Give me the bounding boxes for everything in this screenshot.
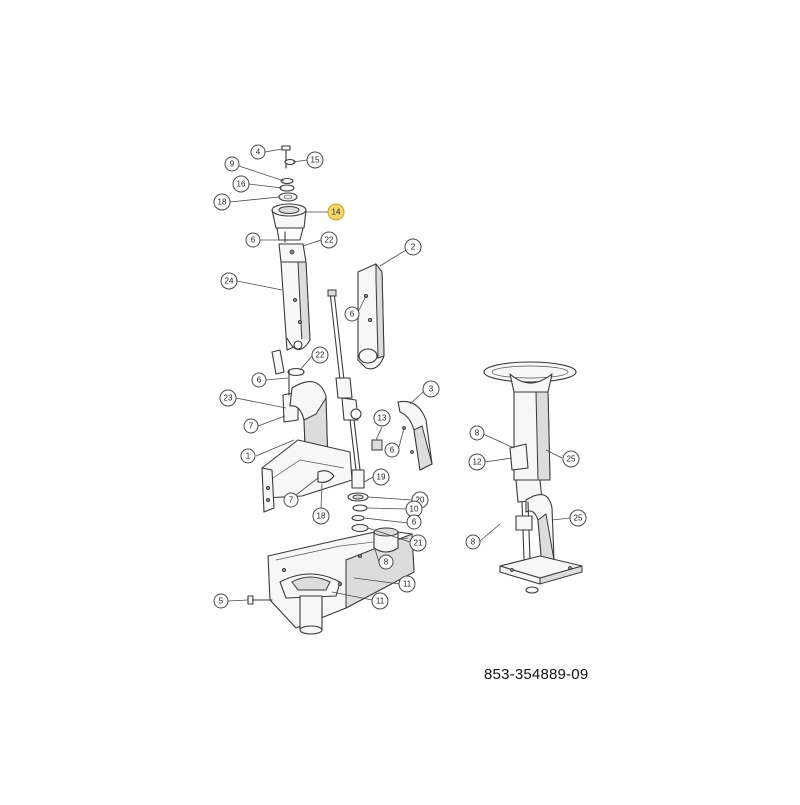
callout-24: 24 bbox=[220, 272, 238, 290]
callout-6: 6 bbox=[344, 306, 360, 322]
svg-text:6: 6 bbox=[390, 446, 395, 455]
svg-text:18: 18 bbox=[317, 512, 326, 521]
svg-text:2: 2 bbox=[411, 243, 416, 252]
callout-18: 18 bbox=[312, 507, 330, 525]
callout-11: 11 bbox=[371, 592, 389, 610]
svg-text:8: 8 bbox=[475, 429, 480, 438]
callout-1: 1 bbox=[240, 448, 256, 464]
hardware-stack-top bbox=[278, 145, 298, 202]
svg-text:6: 6 bbox=[412, 518, 417, 527]
svg-text:16: 16 bbox=[237, 180, 246, 189]
svg-text:8: 8 bbox=[471, 538, 476, 547]
base-frame bbox=[247, 527, 415, 635]
callout-18: 18 bbox=[213, 193, 231, 211]
svg-text:24: 24 bbox=[225, 277, 234, 286]
callout-11: 11 bbox=[398, 575, 416, 593]
svg-text:7: 7 bbox=[289, 496, 294, 505]
svg-text:21: 21 bbox=[414, 539, 423, 548]
callout-6: 6 bbox=[251, 372, 267, 388]
callout-8: 8 bbox=[378, 554, 394, 570]
callout-22: 22 bbox=[311, 346, 329, 364]
svg-text:6: 6 bbox=[257, 376, 262, 385]
callout-6: 6 bbox=[384, 442, 400, 458]
svg-text:23: 23 bbox=[224, 394, 233, 403]
callout-14-highlighted: 14 bbox=[327, 203, 345, 221]
svg-text:22: 22 bbox=[325, 236, 334, 245]
callout-8: 8 bbox=[469, 425, 485, 441]
svg-text:22: 22 bbox=[316, 351, 325, 360]
callout-3: 3 bbox=[422, 380, 440, 398]
callout-25: 25 bbox=[562, 450, 580, 468]
svg-text:25: 25 bbox=[574, 514, 583, 523]
callout-21: 21 bbox=[409, 534, 427, 552]
svg-text:12: 12 bbox=[473, 458, 482, 467]
svg-text:15: 15 bbox=[311, 156, 320, 165]
callout-4: 4 bbox=[250, 144, 266, 160]
svg-text:5: 5 bbox=[219, 597, 224, 606]
callout-19: 19 bbox=[372, 468, 390, 486]
callout-16: 16 bbox=[232, 175, 250, 193]
document-number: 853-354889-09 bbox=[484, 666, 589, 683]
svg-text:14: 14 bbox=[332, 208, 341, 217]
svg-text:7: 7 bbox=[249, 422, 254, 431]
svg-text:1: 1 bbox=[246, 452, 251, 461]
callout-8: 8 bbox=[465, 534, 481, 550]
side-cover-part-3 bbox=[397, 400, 433, 471]
callout-2: 2 bbox=[404, 238, 422, 256]
callout-22: 22 bbox=[320, 231, 338, 249]
svg-text:4: 4 bbox=[256, 148, 261, 157]
callout-6: 6 bbox=[406, 514, 422, 530]
column-tube-part-24 bbox=[278, 231, 311, 351]
callout-23: 23 bbox=[219, 389, 237, 407]
svg-text:18: 18 bbox=[218, 198, 227, 207]
callout-15: 15 bbox=[306, 151, 324, 169]
svg-text:9: 9 bbox=[230, 160, 235, 169]
side-cover-part-2 bbox=[357, 262, 385, 370]
svg-text:3: 3 bbox=[429, 385, 434, 394]
leader-lines bbox=[227, 148, 571, 602]
svg-text:20: 20 bbox=[416, 496, 425, 505]
callout-13: 13 bbox=[373, 409, 391, 427]
support-housing-part-1 bbox=[261, 381, 353, 513]
callout-9: 9 bbox=[224, 156, 240, 172]
washer-stack-20-10-6 bbox=[347, 492, 369, 533]
callout-25: 25 bbox=[569, 509, 587, 527]
callout-6: 6 bbox=[245, 232, 261, 248]
callout-12: 12 bbox=[468, 453, 486, 471]
callout-7: 7 bbox=[283, 492, 299, 508]
svg-text:13: 13 bbox=[378, 414, 387, 423]
svg-text:19: 19 bbox=[377, 473, 386, 482]
svg-text:11: 11 bbox=[376, 597, 385, 606]
svg-text:8: 8 bbox=[384, 558, 389, 567]
svg-text:6: 6 bbox=[350, 310, 355, 319]
svg-text:11: 11 bbox=[403, 580, 412, 589]
svg-text:25: 25 bbox=[567, 455, 576, 464]
svg-text:10: 10 bbox=[410, 505, 419, 514]
callout-5: 5 bbox=[213, 593, 229, 609]
callout-7: 7 bbox=[243, 418, 259, 434]
steering-cap-part-14 bbox=[271, 203, 307, 241]
svg-text:6: 6 bbox=[251, 236, 256, 245]
assembled-steering-column bbox=[483, 361, 583, 594]
